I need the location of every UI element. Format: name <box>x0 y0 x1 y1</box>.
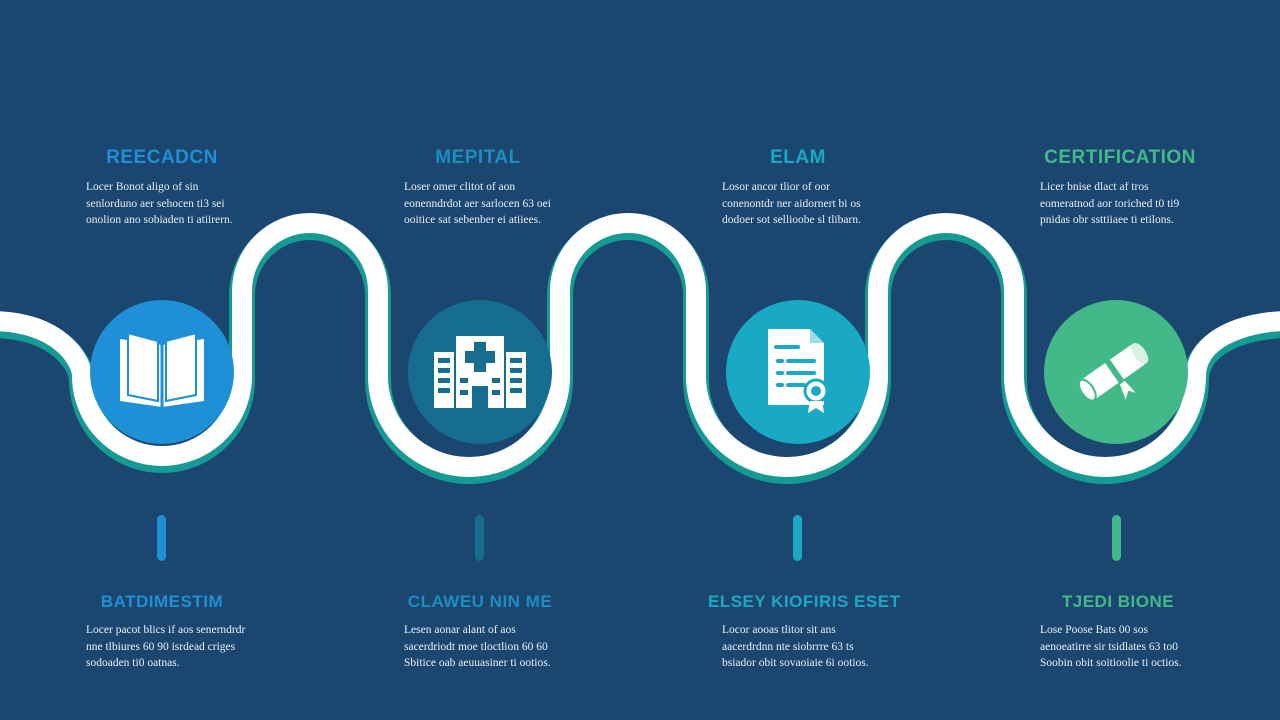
step-4-node <box>1044 300 1188 444</box>
step-description: Locer Bonot aligo of sin senlorduno aer … <box>86 181 233 226</box>
step-title: REECADCN <box>106 147 218 168</box>
open-book-icon <box>114 327 210 418</box>
detail-description: Lose Poose Bats 00 sos aenoeatirre sir t… <box>1040 624 1182 669</box>
step-title: ELAM <box>770 147 826 168</box>
step-title: CERTIFICATION <box>1044 147 1196 168</box>
detail-title: ELSEY KIOFIRIS ESET <box>708 592 901 611</box>
step-1-detail: BATDIMESTIM Locer pacot blics if aos sen… <box>72 592 252 672</box>
step-2-tick <box>475 515 484 561</box>
detail-title: CLAWEU NIN ME <box>407 592 553 611</box>
step-3: ELAM Losor ancor tlior of oor conenontdr… <box>708 147 888 229</box>
step-2-detail: CLAWEU NIN ME Lesen aonar alant of aos s… <box>390 592 570 672</box>
step-3-tick <box>793 515 802 561</box>
step-2-node <box>408 300 552 444</box>
step-description: Licer bnise dlact af tros eomeratnod aor… <box>1040 181 1180 226</box>
step-description: Losor ancor tlior of oor conenontdr ner … <box>722 181 861 226</box>
step-title: MEPITAL <box>435 147 521 168</box>
detail-description: Locer pacot blics if aos senerndrdr nne … <box>86 624 246 669</box>
step-3-node <box>726 300 870 444</box>
exam-document-icon <box>758 325 838 420</box>
step-4: CERTIFICATION Licer bnise dlact af tros … <box>1030 147 1210 229</box>
diploma-icon <box>1071 330 1161 415</box>
wave-track-line <box>0 213 1280 477</box>
step-description: Loser omer clitot of aon eonenndrdot aer… <box>404 181 551 226</box>
step-3-detail: ELSEY KIOFIRIS ESET Locor aooas tlitor s… <box>708 592 901 672</box>
step-4-tick <box>1112 515 1121 561</box>
step-1-tick <box>157 515 166 561</box>
step-1-node <box>90 300 234 444</box>
step-2: MEPITAL Loser omer clitot of aon eonennd… <box>388 147 568 229</box>
detail-title: TJEDI BIONE <box>1061 592 1175 611</box>
detail-description: Locor aooas tlitor sit ans aacerdrdnn nt… <box>722 624 869 669</box>
detail-description: Lesen aonar alant of aos sacerdriodt moe… <box>404 624 551 669</box>
hospital-icon <box>432 330 528 415</box>
detail-title: BATDIMESTIM <box>100 592 224 611</box>
step-4-detail: TJEDI BIONE Lose Poose Bats 00 sos aenoe… <box>1028 592 1208 672</box>
step-1: REECADCN Locer Bonot aligo of sin senlor… <box>72 147 252 229</box>
